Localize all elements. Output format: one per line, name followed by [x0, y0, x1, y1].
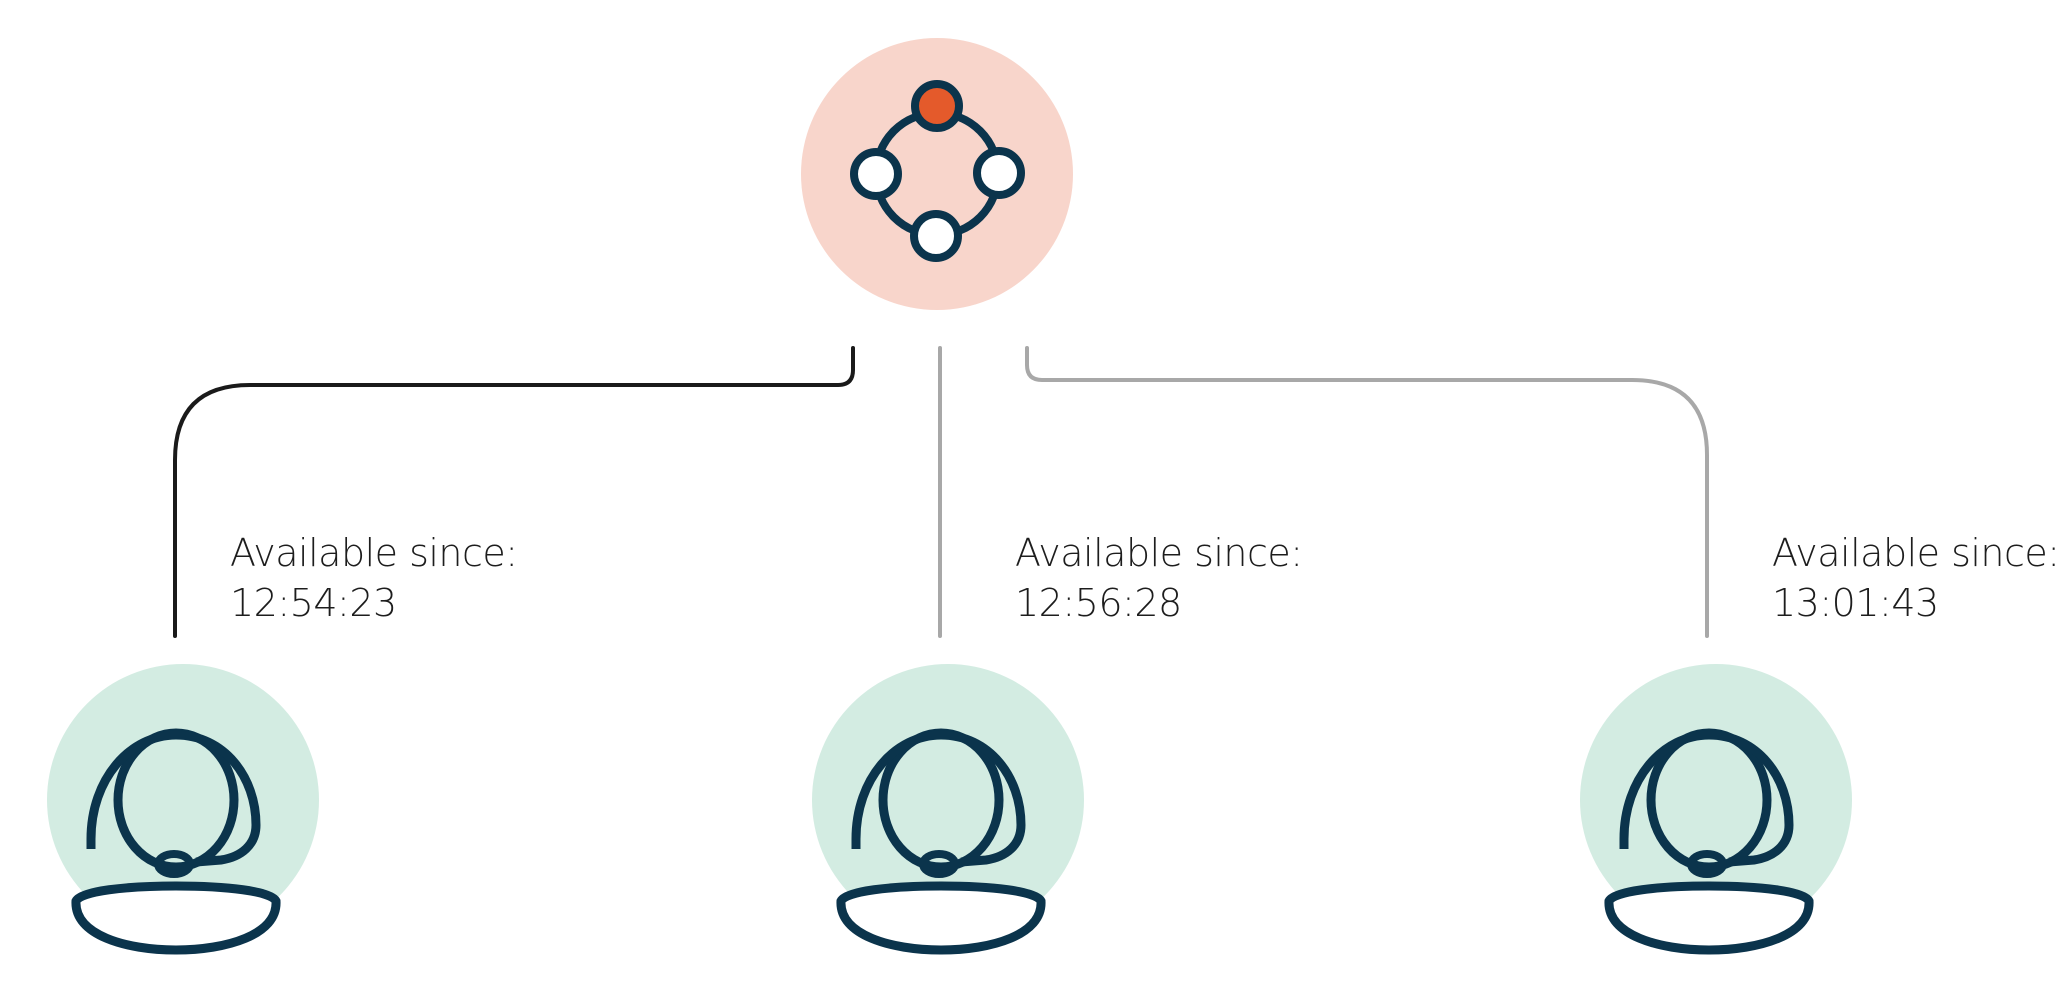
agent-background-circle [1580, 664, 1852, 936]
available-since-label: Available since: [1772, 531, 2055, 575]
connector-agent-1 [173, 346, 855, 638]
agent-node-2 [812, 664, 1084, 950]
agent-1-availability: Available since: 12:54:23 [230, 528, 518, 628]
agent-background-circle [47, 664, 319, 936]
agent-3-availability: Available since: 13:01:43 [1772, 528, 2055, 628]
agent-node-3 [1580, 664, 1852, 950]
agent-background-circle [812, 664, 1084, 936]
available-since-time: 13:01:43 [1772, 581, 1939, 625]
agent-2-availability: Available since: 12:56:28 [1015, 528, 1303, 628]
available-since-time: 12:54:23 [230, 581, 397, 625]
hub-background-circle [801, 38, 1073, 310]
available-since-label: Available since: [230, 531, 518, 575]
hub-node [801, 38, 1073, 310]
connector-agent-3 [1025, 346, 1709, 638]
agent-node-1 [47, 664, 319, 950]
available-since-time: 12:56:28 [1015, 581, 1182, 625]
distribution-hub-icon [850, 80, 1025, 262]
available-since-label: Available since: [1015, 531, 1303, 575]
